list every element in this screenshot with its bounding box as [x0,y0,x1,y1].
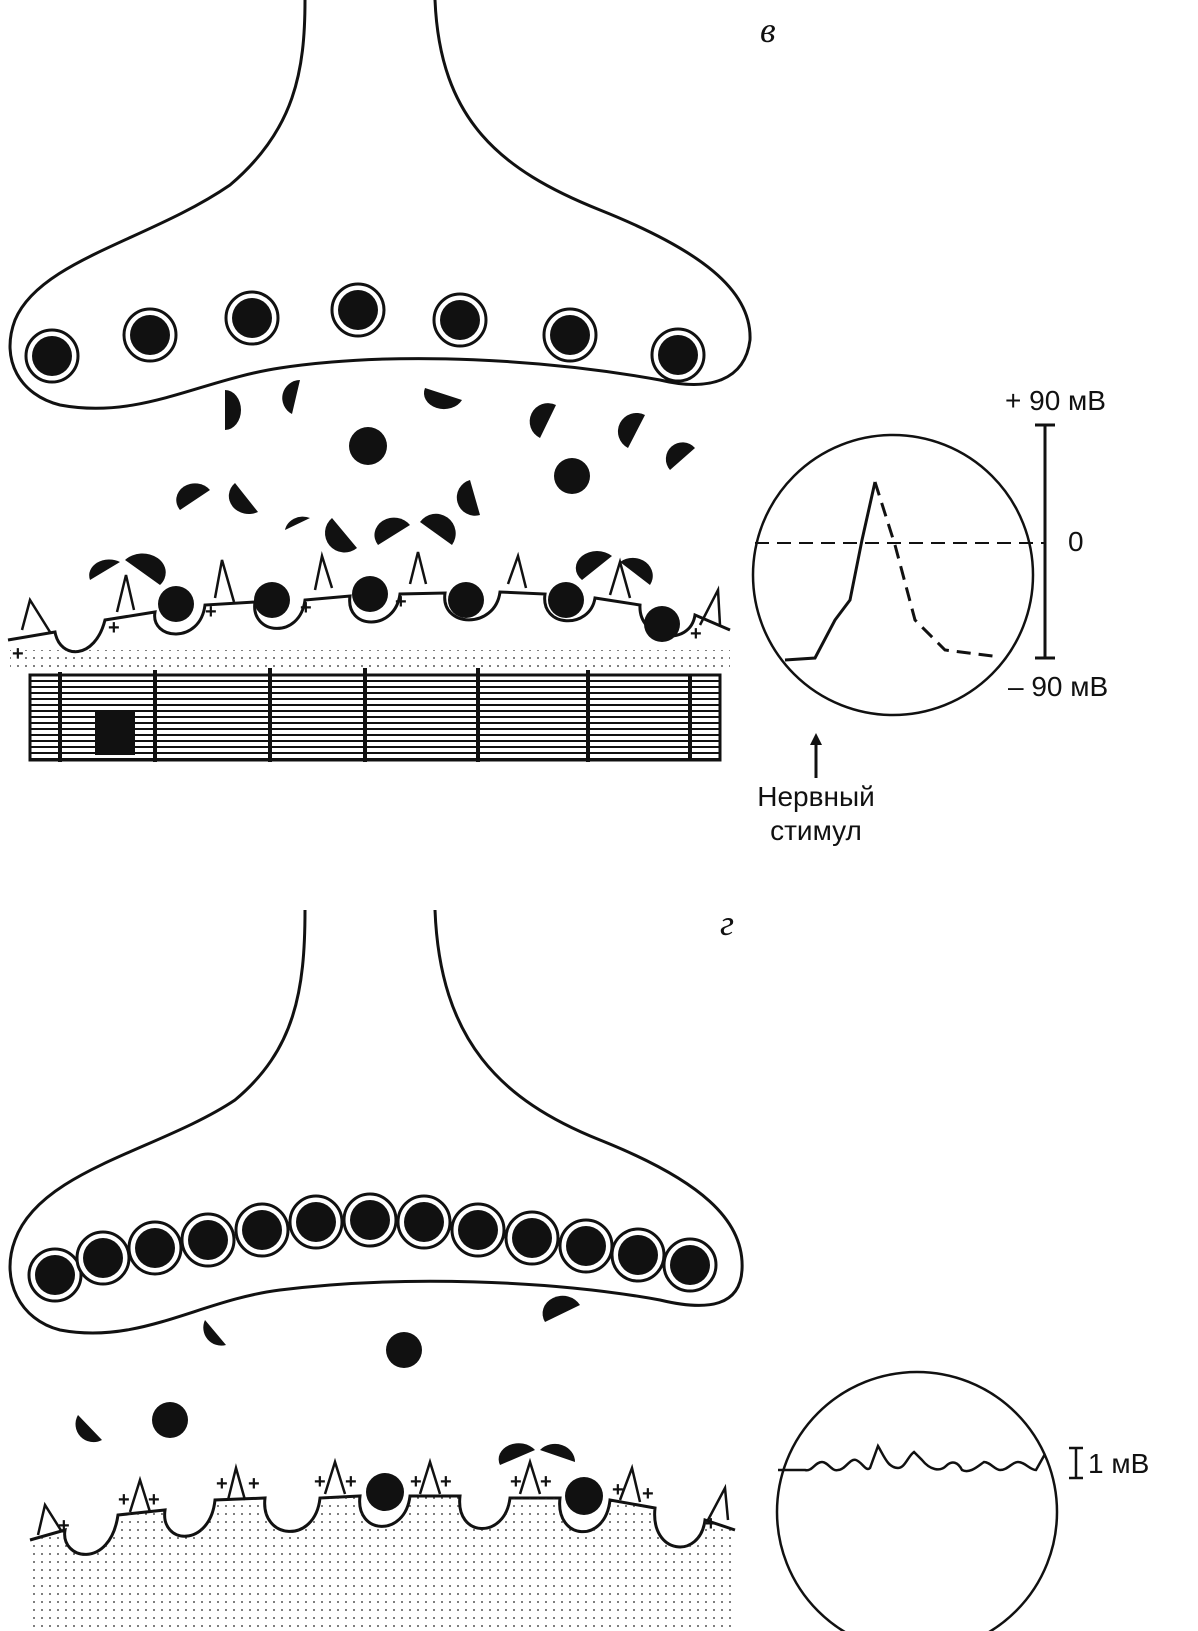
oscilloscope-d [775,1370,1059,1631]
receptors-d [36,1457,730,1536]
nerve-terminal-d [8,909,744,1335]
svg-text:+: + [108,617,120,639]
synaptic-vesicle [288,1194,344,1250]
svg-text:+: + [148,1489,160,1511]
scale-bottom-label: – 90 мВ [1008,671,1108,702]
svg-text:+: + [705,1513,717,1535]
svg-text:+: + [642,1483,654,1505]
scale-zero-label: 0 [1068,526,1084,557]
bound-transmitter-c [158,576,680,642]
scale-top-label: + 90 мВ [1005,385,1106,416]
svg-text:+: + [510,1471,522,1493]
panel-c-letter: в [760,10,776,50]
svg-text:+: + [58,1515,70,1537]
svg-text:+: + [205,601,217,623]
oscilloscope-c [751,433,1045,717]
stimulus-arrow-icon [810,733,822,778]
vesicles-c [24,282,706,384]
svg-text:+: + [216,1473,228,1495]
sarcoplasm-c [10,650,730,670]
receptors-c [20,551,722,633]
synaptic-vesicle [127,1220,183,1276]
postsynaptic-membrane-d [29,1494,736,1556]
scale-1mv-label: 1 мВ [1088,1448,1149,1479]
synaptic-vesicle [450,1202,506,1258]
synaptic-vesicle [662,1237,718,1293]
svg-text:+: + [345,1471,357,1493]
stimulus-label-line1: Нервный [757,781,874,812]
svg-text:+: + [410,1471,422,1493]
action-potential-decay [873,481,1001,659]
postsynaptic-membrane-c [7,590,731,654]
svg-text:+: + [540,1471,552,1493]
synaptic-vesicle [122,307,178,363]
synaptic-vesicle [27,1247,83,1303]
svg-text:+: + [440,1471,452,1493]
voltage-scale-c [1035,423,1055,660]
muscle-fiber-c [28,668,722,762]
vesicles-d [27,1192,718,1303]
synaptic-vesicle [330,282,386,338]
svg-text:+: + [395,591,407,613]
synaptic-vesicle [396,1194,452,1250]
panel-d-letter: г [720,903,734,943]
sarcoplasm-d [30,1496,735,1631]
synaptic-vesicle [234,1202,290,1258]
synaptic-vesicle [504,1210,560,1266]
svg-text:+: + [612,1479,624,1501]
synaptic-vesicle [224,290,280,346]
synaptic-vesicle [180,1212,236,1268]
synaptic-vesicle [650,327,706,383]
panel-c: в [7,0,1108,846]
synaptic-vesicle [610,1227,666,1283]
synaptic-vesicle [432,292,488,348]
synaptic-vesicle [558,1218,614,1274]
action-potential-trace [784,481,877,662]
svg-text:+: + [248,1473,260,1495]
synaptic-vesicle [75,1230,131,1286]
panel-d: г + + [8,903,1149,1631]
bound-transmitter-d [366,1473,603,1515]
stimulus-label-line2: стимул [770,815,862,846]
voltage-scale-d [1069,1446,1083,1480]
synaptic-vesicle [342,1192,398,1248]
miniature-potentials-trace [778,1443,1047,1473]
transmitter-fragments-d [75,1295,580,1465]
synaptic-vesicle [542,307,598,363]
svg-text:+: + [118,1489,130,1511]
transmitter-fragments-c [89,380,695,585]
svg-text:+: + [690,623,702,645]
svg-text:+: + [300,597,312,619]
membrane-charges-d: + + + + + + + + + + + + + + [58,1471,717,1537]
synaptic-vesicle [24,328,80,384]
svg-text:+: + [314,1471,326,1493]
nerve-terminal-c [8,0,752,410]
